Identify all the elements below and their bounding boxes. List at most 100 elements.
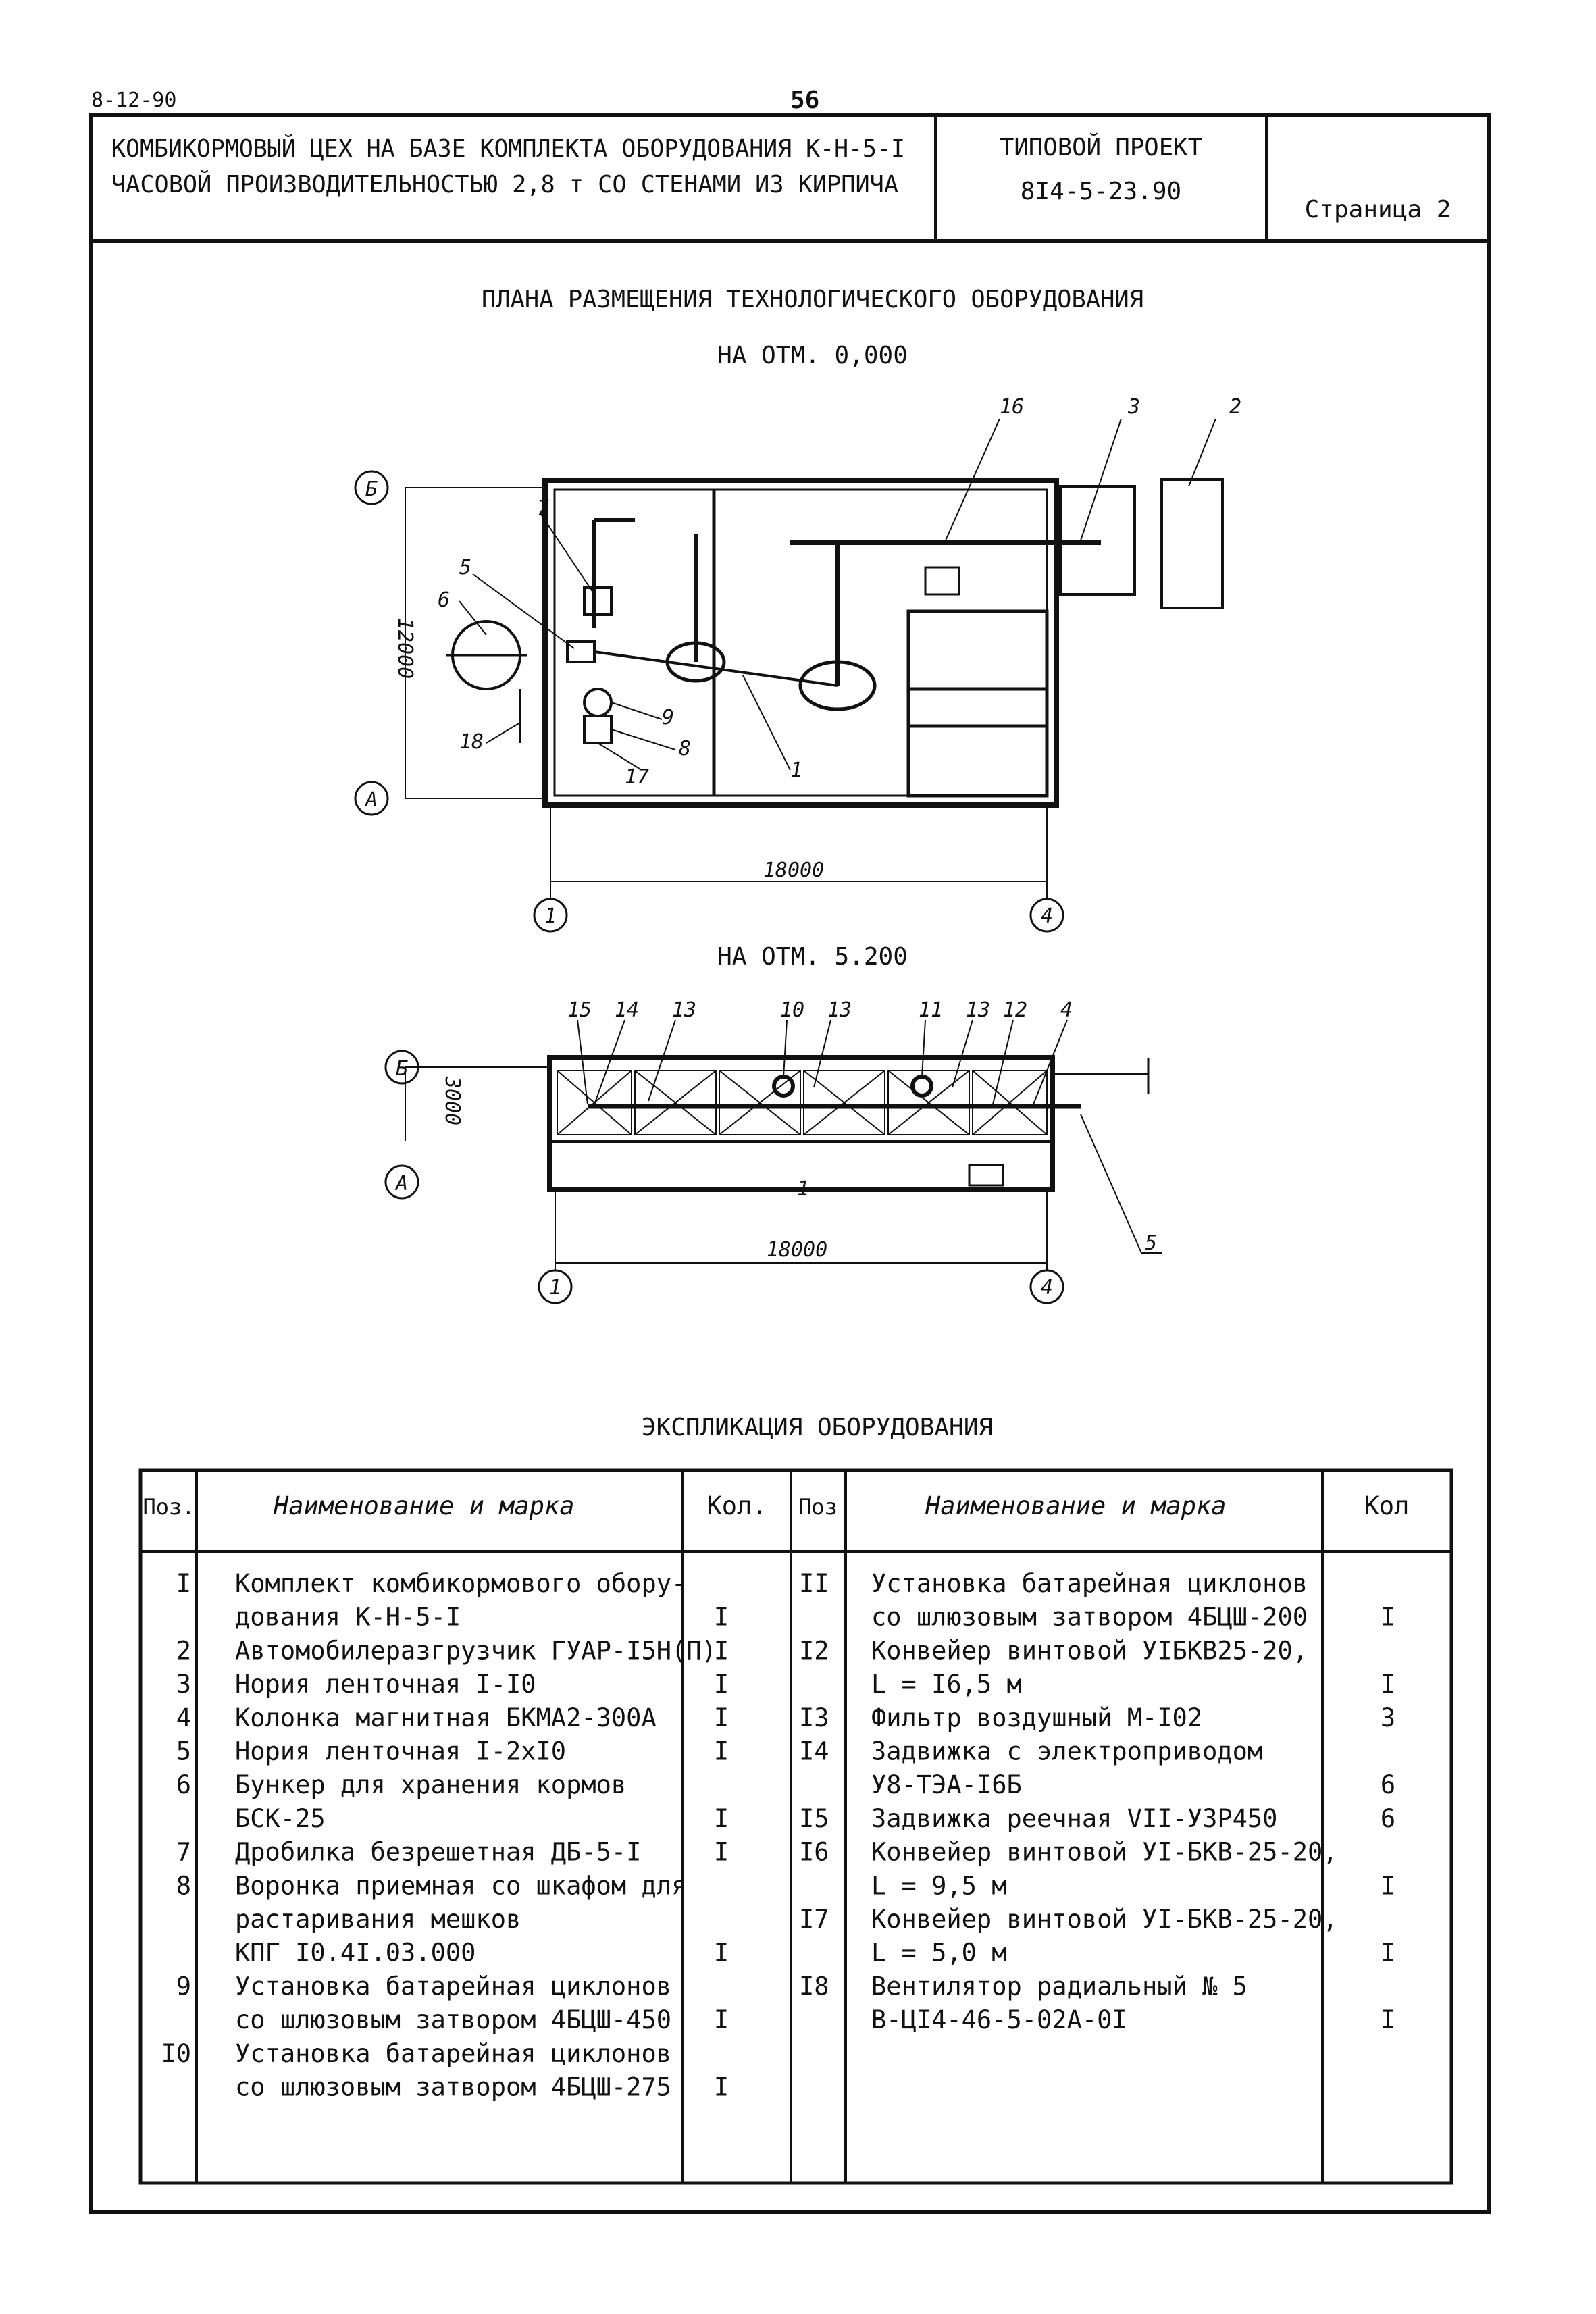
row-name: L = I6,5 м [871,1670,1022,1699]
row-name: Комплект комбикормового обору- [235,1569,686,1598]
row-pos: I4 [799,1737,829,1766]
stair-icon [968,1164,1004,1187]
building-walls [547,1055,1055,1192]
elevator-5 [566,640,596,663]
row-name: Нория ленточная I-I0 [235,1670,536,1699]
row-pos: I7 [799,1905,829,1934]
row-pos: I5 [799,1804,829,1833]
dim-18000: 18000 [763,858,824,882]
callout-14: 14 [615,998,639,1022]
callout-13: 13 [966,998,990,1022]
row-pos: 3 [176,1670,191,1699]
row-name: Фильтр воздушный М-I02 [871,1703,1202,1732]
row-pos: I [176,1569,191,1598]
project-label: ТИПОВОЙ ПРОЕКТ [1000,133,1202,161]
callout-4: 4 [1060,998,1073,1022]
axis-label-a: А [364,788,378,812]
row-qty: I [714,1804,729,1833]
callout-2: 2 [1229,395,1241,419]
axis-marker [1029,1269,1064,1304]
col-header-qty2: Кол [1364,1491,1410,1520]
row-qty: 3 [1381,1703,1395,1732]
row-qty: I [714,1670,729,1699]
callout-16: 16 [1000,395,1024,419]
axis-label-4: 4 [1041,1276,1053,1300]
callout-6: 6 [438,588,450,612]
row-name: Дробилка безрешетная ДБ-5-I [235,1838,641,1867]
axis-marker [533,898,568,933]
rooms-block [906,609,1049,798]
row-qty: I [1381,1871,1395,1900]
axis-label-4: 4 [1041,904,1053,928]
table-border [138,1468,1453,2185]
crusher-7 [583,586,613,616]
row-name: Установка батарейная циклонов [871,1569,1308,1598]
row-qty: 6 [1381,1804,1395,1833]
row-name: Установка батарейная циклонов [235,2039,671,2068]
row-qty: I [714,1838,729,1867]
row-name: В-ЦI4-46-5-02А-0I [871,2005,1127,2034]
sheet-label: Страница 2 [1305,196,1451,224]
cyclone-9 [583,688,613,717]
row-pos: 6 [176,1770,191,1799]
callout-1: 1 [790,759,802,782]
explication-table: Поз. Наименование и марка Кол. Поз Наиме… [138,1468,1453,2185]
drawing-title: ПЛАНА РАЗМЕЩЕНИЯ ТЕХНОЛОГИЧЕСКОГО ОБОРУД… [482,286,1143,313]
row-qty: I [714,2073,729,2102]
axis-marker [354,470,389,505]
callout-1: 1 [797,1177,809,1201]
row-pos: I2 [799,1636,829,1665]
callout-18: 18 [459,730,484,754]
building-walls [542,478,1059,808]
axis-marker [384,1050,419,1085]
row-pos: 5 [176,1737,191,1766]
callout-8: 8 [679,737,691,761]
row-name: Конвейер винтовой УI-БКВ-25-20, [871,1905,1338,1934]
row-name: растаривания мешков [235,1905,521,1934]
cyclone-10 [772,1075,795,1098]
callout-13: 13 [827,998,852,1022]
callout-12: 12 [1003,998,1027,1022]
row-name: Колонка магнитная БКМА2-300А [235,1703,657,1732]
outer-frame [89,113,1491,2214]
row-qty: I [1381,1603,1395,1632]
row-pos: 2 [176,1636,191,1665]
axis-marker [538,1269,573,1304]
plan-level-5200: Б А 3000 18000 1 4 15 14 13 10 13 11 13 … [384,998,1162,1304]
row-name: со шлюзовым затвором 4БЦШ-275 [235,2073,671,2102]
axis-marker [354,781,389,816]
col-header-pos: Поз. [143,1494,195,1520]
row-name: Бункер для хранения кормов [235,1770,626,1799]
row-pos: I3 [799,1703,829,1732]
row-name: со шлюзовым затвором 4БЦШ-200 [871,1603,1308,1632]
row-qty: I [714,2005,729,2034]
dim-18000: 18000 [767,1238,827,1262]
pipe-line [594,650,838,687]
axis-label-1: 1 [549,1276,561,1300]
row-qty: I [714,1703,729,1732]
callout-10: 10 [780,998,804,1022]
row-qty: I [714,1737,729,1766]
callout-9: 9 [662,706,674,729]
col-header-qty: Кол. [706,1491,767,1520]
row-name: Конвейер винтовой УI-БКВ-25-20, [871,1838,1338,1867]
axis-marker [384,1164,419,1200]
callout-5: 5 [1145,1231,1157,1255]
row-pos: 7 [176,1838,191,1867]
dim-12000: 12000 [393,618,417,679]
callout-3: 3 [1127,395,1140,419]
page-number: 56 [790,86,819,114]
row-name: Установка батарейная циклонов [235,1972,671,2001]
row-name: Вентилятор радиальный № 5 [871,1972,1247,2001]
row-name: КПГ I0.4I.03.000 [235,1938,475,1968]
project-code: 8I4-5-23.90 [1021,178,1181,205]
col-header-name: Наименование и марка [273,1491,575,1520]
row-name: У8-ТЭА-I6Б [871,1770,1022,1799]
callout-15: 15 [567,998,592,1022]
row-name: Задвижка с электроприводом [871,1737,1262,1766]
row-name: Автомобилеразгрузчик ГУАР-I5Н(П) [235,1636,717,1665]
row-name: Нория ленточная I-2хI0 [235,1737,566,1766]
row-name: со шлюзовым затвором 4БЦШ-450 [235,2005,671,2034]
